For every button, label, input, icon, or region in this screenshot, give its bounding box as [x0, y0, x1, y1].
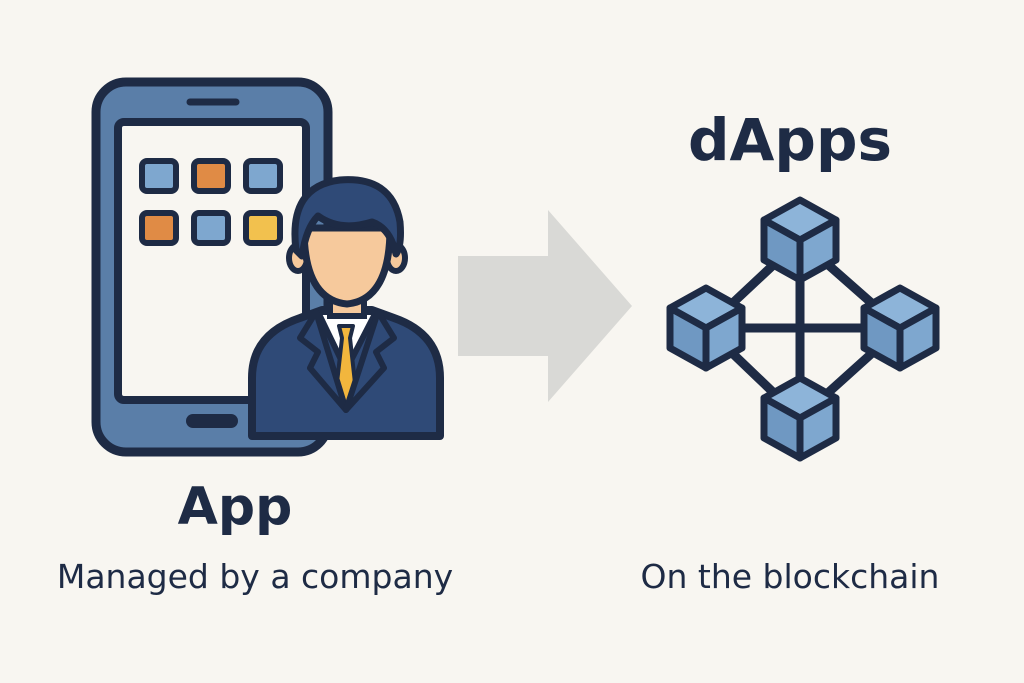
block-cube-bottom — [760, 374, 840, 462]
blockchain-network-icon — [666, 196, 940, 462]
arrow-right-icon — [458, 210, 632, 402]
businessman-icon — [248, 176, 444, 440]
app-title: App — [177, 477, 293, 537]
dapps-subtitle: On the blockchain — [640, 557, 940, 596]
app-subtitle: Managed by a company — [56, 557, 454, 596]
dapps-title: dApps — [688, 106, 892, 174]
block-cube-right — [860, 284, 940, 372]
block-cube-left — [666, 284, 746, 372]
block-cube-top — [760, 196, 840, 284]
app-grid — [139, 158, 283, 246]
